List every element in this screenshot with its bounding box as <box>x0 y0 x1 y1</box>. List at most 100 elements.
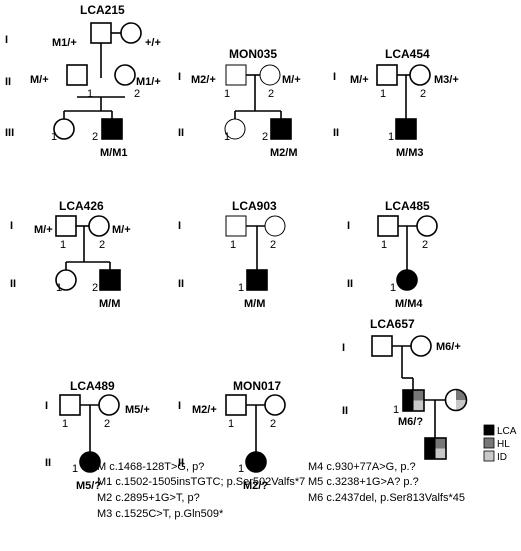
genotype-label: M1/+ <box>52 37 77 49</box>
individual-number: 1 <box>224 131 230 143</box>
male-symbol <box>376 64 398 86</box>
legend: LCA HL ID <box>483 424 517 463</box>
female-symbol <box>410 335 432 357</box>
mutation-note: M c.1468-128T>G, p? <box>97 461 205 473</box>
individual-number: 2 <box>92 282 98 294</box>
male-symbol <box>225 394 247 416</box>
generation-label: II <box>5 76 11 88</box>
affected-male-symbol <box>246 269 268 291</box>
family-label: MON035 <box>229 47 277 61</box>
female-symbol <box>98 394 120 416</box>
affected-female-symbol <box>396 269 418 291</box>
individual-number: 1 <box>62 418 68 430</box>
genotype-label: M1/+ <box>136 76 161 88</box>
male-symbol <box>225 215 247 237</box>
mutation-note: M1 c.1502-1505insTGTC; p.Ser502Valfs*7 <box>97 476 306 488</box>
genotype-label: M2/? <box>243 480 268 492</box>
individual-number: 1 <box>238 463 244 475</box>
family-lca903: LCA903 I II M/M 1 2 1 <box>178 199 286 310</box>
generation-label: II <box>178 278 184 290</box>
mutation-note: M5 c.3238+1G>A? p.? <box>308 476 419 488</box>
individual-number: 1 <box>56 282 62 294</box>
genotype-label: M/M4 <box>395 298 423 310</box>
individual-number: 1 <box>390 282 396 294</box>
individual-number: 2 <box>104 418 110 430</box>
family-label: MON017 <box>233 379 281 393</box>
individual-number: 2 <box>270 239 276 251</box>
female-symbol <box>264 215 286 237</box>
family-lca454: LCA454 I II M/+ M3/+ M/M3 1 2 1 <box>333 47 459 159</box>
individual-number: 1 <box>72 463 78 475</box>
male-symbol <box>55 215 77 237</box>
genotype-label: M/M <box>99 298 120 310</box>
generation-label: II <box>342 405 348 417</box>
generation-label: II <box>333 127 339 139</box>
family-label: LCA657 <box>370 317 415 331</box>
genotype-label: M/+ <box>112 224 131 236</box>
individual-number: 2 <box>99 239 105 251</box>
affected-male-symbol <box>99 269 121 291</box>
family-lca657: LCA657 I II <box>342 317 468 460</box>
genotype-label: M/+ <box>34 224 53 236</box>
genotype-label: M2/+ <box>192 404 217 416</box>
individual-number: 1 <box>51 131 57 143</box>
individual-number: 1 <box>87 88 93 100</box>
genotype-label: M3/+ <box>434 74 459 86</box>
female-symbol <box>55 269 77 291</box>
family-label: LCA485 <box>385 199 430 213</box>
generation-label: I <box>178 400 181 412</box>
affected-male-symbol <box>402 389 425 412</box>
individual-number: 2 <box>268 88 274 100</box>
genotype-label: M2/+ <box>191 74 216 86</box>
generation-label: III <box>5 127 14 139</box>
individual-number: 1 <box>380 88 386 100</box>
genotype-label: M5/? <box>76 480 101 492</box>
individual-number: 2 <box>262 131 268 143</box>
male-symbol <box>59 394 81 416</box>
individual-number: 1 <box>60 239 66 251</box>
generation-label: I <box>333 71 336 83</box>
female-symbol <box>53 118 75 140</box>
family-lca215: LCA215 I II III M1/+ +/+ M/+ M1/+ M/M1 1… <box>5 3 161 159</box>
male-symbol <box>377 215 399 237</box>
individual-number: 2 <box>270 418 276 430</box>
mutation-note: M3 c.1525C>T, p.Gln509* <box>97 508 224 520</box>
generation-label: I <box>342 342 345 354</box>
affected-female-symbol <box>245 451 267 473</box>
family-label: LCA454 <box>385 47 430 61</box>
female-symbol <box>416 215 438 237</box>
generation-label: II <box>10 278 16 290</box>
individual-number: 1 <box>381 239 387 251</box>
genotype-label: M/+ <box>350 74 369 86</box>
legend-swatch-lca <box>483 424 495 436</box>
genotype-label: M5/+ <box>125 404 150 416</box>
family-mon035: MON035 I II M2/+ M/+ M2/M 1 2 1 2 <box>178 47 301 159</box>
generation-label: I <box>178 71 181 83</box>
family-mon017: MON017 I II M2/+ M2/? 1 2 1 <box>178 379 286 492</box>
male-symbol <box>225 64 247 86</box>
generation-label: I <box>10 220 13 232</box>
mutation-note: M4 c.930+77A>G, p.? <box>308 461 416 473</box>
generation-label: II <box>178 457 184 469</box>
family-label: LCA489 <box>70 379 115 393</box>
individual-number: 1 <box>388 131 394 143</box>
family-label: LCA426 <box>59 199 104 213</box>
affected-male-symbol <box>101 118 123 140</box>
mutation-key: M c.1468-128T>G, p? M1 c.1502-1505insTGT… <box>97 461 517 551</box>
genotype-label: M2/M <box>270 147 298 159</box>
genotype-label: M/+ <box>282 74 301 86</box>
female-symbol <box>224 118 246 140</box>
male-symbol <box>90 22 112 44</box>
family-lca426: LCA426 I II M/+ M/+ M/M 1 2 1 2 <box>10 199 131 310</box>
family-lca489: LCA489 I II M5/+ M5/? 1 2 1 <box>45 379 150 492</box>
individual-number: 2 <box>92 131 98 143</box>
genotype-label: M6/? <box>398 416 423 428</box>
genotype-label: M/M <box>244 298 265 310</box>
individual-number: 1 <box>230 239 236 251</box>
female-symbol <box>259 64 281 86</box>
genotype-label: M/M3 <box>396 147 424 159</box>
individual-number: 2 <box>420 88 426 100</box>
generation-label: I <box>178 220 181 232</box>
